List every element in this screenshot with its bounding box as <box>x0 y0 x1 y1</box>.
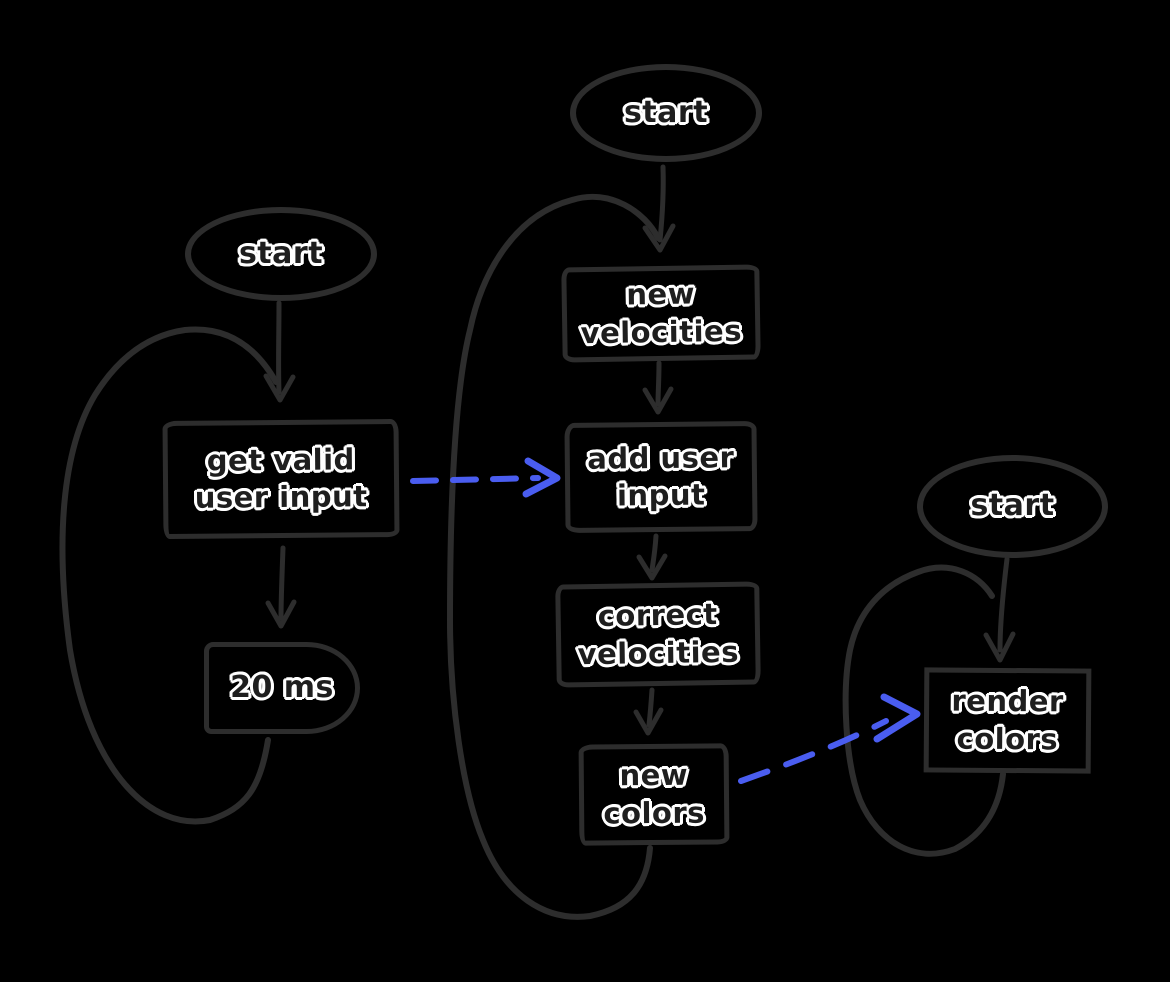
new-velocities-node: new velocities <box>561 264 761 363</box>
get-valid-label-line1: get valid <box>206 442 355 478</box>
new-colors-node: new colors <box>578 743 730 846</box>
arrowhead-mid-step2 <box>642 386 674 415</box>
arrowhead-right-render <box>983 631 1016 663</box>
left-start-node: start <box>185 207 377 301</box>
delay-20ms-node: 20 ms <box>204 642 360 734</box>
middle-start-node: start <box>570 64 762 162</box>
right-loop-back-edge <box>842 564 1006 857</box>
right-start-label: start <box>970 488 1055 524</box>
arrowhead-mid-step3 <box>636 553 668 581</box>
correct-velocities-label-line1: correct <box>597 597 718 634</box>
arrow-left-process-to-delay <box>278 545 286 621</box>
middle-start-label: start <box>623 94 709 130</box>
arrowhead-mid-step1 <box>642 223 676 253</box>
arrow-right-start-to-render <box>997 556 1010 653</box>
correct-velocities-label-line2: velocities <box>577 634 740 671</box>
arrowhead-link-adduser <box>522 457 561 498</box>
new-colors-label-line2: colors <box>603 795 706 830</box>
arrow-step3-to-step4 <box>646 687 655 728</box>
middle-loop-back-edge <box>447 193 661 920</box>
arrowhead-link-render <box>873 693 921 743</box>
delay-label: 20 ms <box>230 669 334 705</box>
arrowhead-mid-step4 <box>633 707 664 736</box>
render-colors-label-line2: colors <box>956 721 1059 756</box>
arrow-step1-to-step2 <box>655 360 662 407</box>
new-velocities-label-line1: new <box>626 276 696 312</box>
dashed-link-getvalid-to-adduser <box>410 475 541 484</box>
arrowhead-left-delay <box>265 599 297 629</box>
left-loop-back-edge <box>59 326 279 825</box>
render-colors-node: render colors <box>923 667 1092 774</box>
render-colors-label-line1: render <box>951 683 1064 719</box>
arrow-step2-to-step3 <box>649 533 659 573</box>
new-velocities-label-line2: velocities <box>580 313 743 350</box>
get-valid-user-input-node: get valid user input <box>162 418 400 540</box>
dashed-link-newcolors-to-render <box>738 718 889 784</box>
right-start-node: start <box>917 455 1108 558</box>
add-user-input-node: add user input <box>564 420 758 534</box>
new-colors-label-line1: new <box>619 758 689 793</box>
add-user-input-label-line1: add user <box>587 440 735 476</box>
arrowhead-left-process <box>263 373 296 403</box>
arrow-mid-start-to-step1 <box>657 164 666 243</box>
left-start-label: start <box>238 235 324 271</box>
add-user-input-label-line2: input <box>616 477 706 513</box>
get-valid-label-line2: user input <box>194 479 368 515</box>
correct-velocities-node: correct velocities <box>555 581 761 688</box>
